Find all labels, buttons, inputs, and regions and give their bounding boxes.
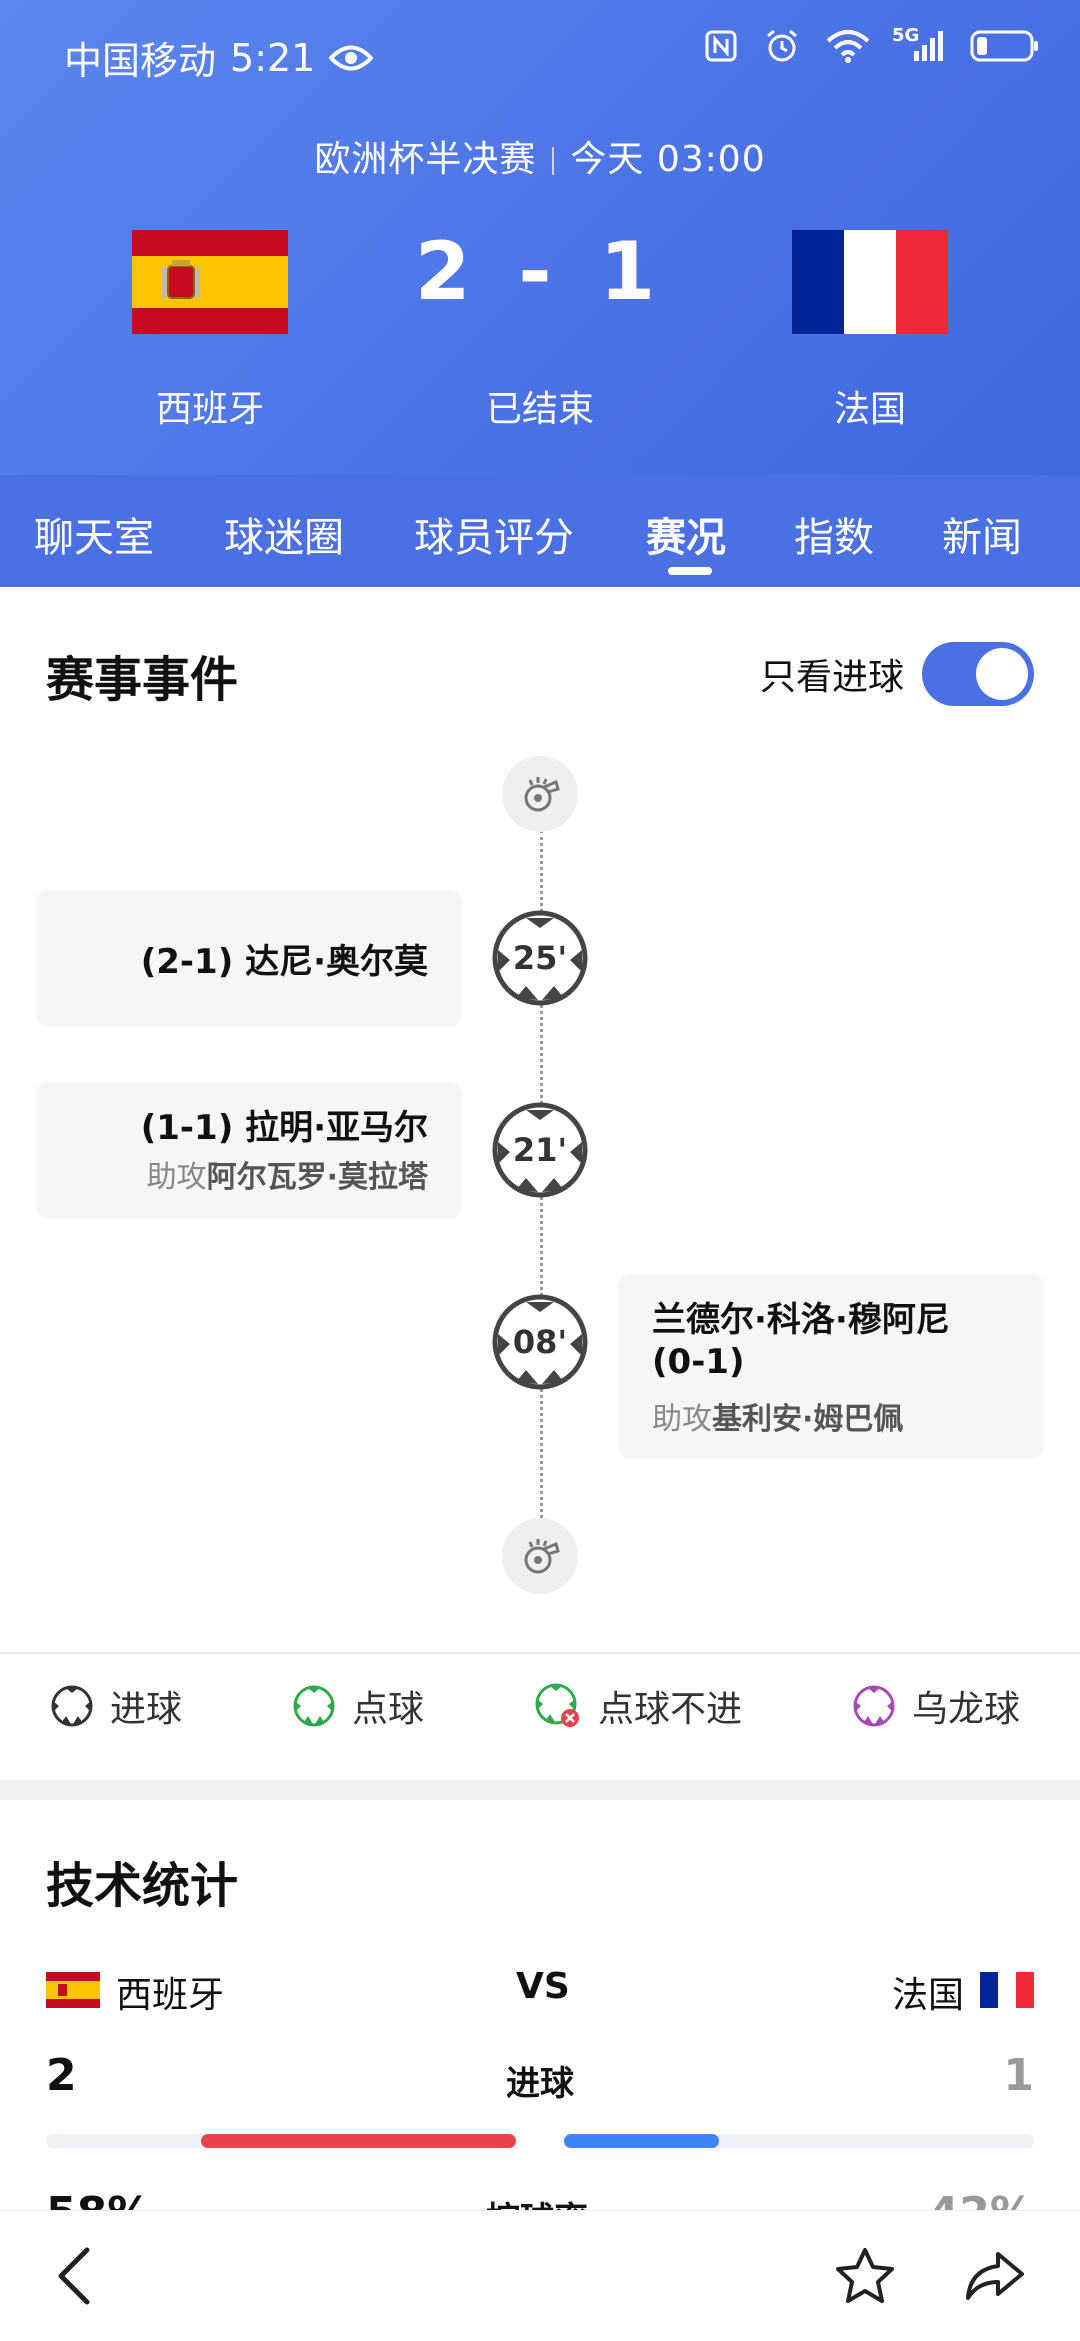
goal-ball-icon <box>51 1685 93 1727</box>
tab-bar: 聊天室 球迷圈 球员评分 赛况 指数 新闻 <box>0 475 1080 587</box>
alarm-icon <box>764 28 800 64</box>
battery-icon <box>970 29 1040 63</box>
legend-label: 点球不进 <box>598 1689 743 1730</box>
stat-label: 进球 <box>506 2064 574 2104</box>
missed-penalty-icon <box>535 1683 579 1727</box>
away-goals-bar <box>564 2134 720 2148</box>
stats-title: 技术统计 <box>46 1858 239 1914</box>
stats-home-team: 西班牙 <box>116 1975 225 2016</box>
goal-ball-icon: 08' <box>492 1294 588 1390</box>
event-score: (0-1) <box>652 1342 745 1382</box>
assist-player: 基利安·姆巴佩 <box>712 1402 904 1437</box>
tab-news[interactable]: 新闻 <box>942 515 1022 561</box>
event-minute: 25' <box>512 939 568 977</box>
stat-home-value: 2 <box>46 2050 77 2101</box>
carrier: 中国移动 <box>64 39 217 83</box>
event-minute: 21' <box>512 1131 568 1169</box>
away-team-name[interactable]: 法国 <box>833 389 906 430</box>
event-card-21[interactable]: (1-1) 拉明·亚马尔 助攻阿尔瓦罗·莫拉塔 <box>36 1082 462 1218</box>
legend-goal: 进球 <box>50 1680 182 1732</box>
signal-icon: 5G <box>892 25 944 63</box>
whistle-icon <box>502 1518 578 1594</box>
legend-label: 点球 <box>352 1689 425 1730</box>
tab-odds[interactable]: 指数 <box>794 515 874 561</box>
france-flag-small <box>980 1972 1034 2008</box>
match-header: 中国移动 5:21 5G 欧洲杯半决赛今天 <box>0 0 1080 475</box>
goals-only-toggle[interactable] <box>922 642 1034 706</box>
active-tab-indicator <box>668 567 712 575</box>
penalty-ball-icon <box>293 1685 335 1727</box>
section-divider <box>0 1780 1080 1800</box>
star-icon <box>836 2248 894 2303</box>
event-player: (2-1) 达尼·奥尔莫 <box>140 942 428 982</box>
toggle-knob <box>976 648 1028 700</box>
stats-team-row: 西班牙 VS 法国 <box>46 1962 1034 2022</box>
assist-label: 助攻 <box>146 1160 207 1195</box>
match-status: 已结束 <box>485 389 594 430</box>
stats-away-team: 法国 <box>891 1975 964 2016</box>
share-arrow-icon <box>966 2252 1024 2300</box>
tab-live-events[interactable]: 赛况 <box>646 515 726 561</box>
kickoff-time: 今天 03:00 <box>570 139 766 180</box>
subtitle-divider <box>552 147 555 175</box>
tab-fan-circle[interactable]: 球迷圈 <box>224 515 344 561</box>
legend-label: 进球 <box>110 1689 183 1730</box>
event-assist: 助攻基利安·姆巴佩 <box>652 1394 903 1438</box>
event-minute: 08' <box>512 1323 568 1361</box>
share-button[interactable] <box>960 2241 1030 2311</box>
legend-label: 乌龙球 <box>912 1689 1021 1730</box>
tab-chatroom[interactable]: 聊天室 <box>34 515 154 561</box>
legend-penalty: 点球 <box>292 1680 424 1732</box>
nfc-icon <box>704 29 738 63</box>
event-legend: 进球 点球 点球不进 乌龙球 <box>0 1652 1080 1784</box>
stat-away-value: 1 <box>1003 2050 1034 2101</box>
legend-missed-penalty: 点球不进 <box>534 1680 742 1732</box>
event-player: 兰德尔·科洛·穆阿尼 <box>652 1300 950 1340</box>
event-card-25[interactable]: (2-1) 达尼·奥尔莫 <box>36 890 462 1026</box>
whistle-icon <box>502 756 578 832</box>
favorite-button[interactable] <box>830 2241 900 2311</box>
eye-icon <box>329 43 374 73</box>
bottom-nav <box>0 2210 1080 2341</box>
france-flag[interactable] <box>792 230 948 334</box>
goal-ball-icon: 21' <box>492 1102 588 1198</box>
wifi-icon <box>826 29 870 63</box>
match-subtitle: 欧洲杯半决赛今天 03:00 <box>0 130 1080 182</box>
assist-player: 阿尔瓦罗·莫拉塔 <box>206 1160 428 1195</box>
spain-flag[interactable] <box>132 230 288 334</box>
event-card-08[interactable]: 兰德尔·科洛·穆阿尼 (0-1) 助攻基利安·姆巴佩 <box>618 1274 1044 1458</box>
clock: 5:21 <box>230 35 316 80</box>
vs-label: VS <box>516 1966 570 2007</box>
status-bar: 中国移动 5:21 5G <box>0 0 1080 110</box>
match-score: 2 - 1 <box>414 225 666 318</box>
goal-ball-icon: 25' <box>492 910 588 1006</box>
event-player: (1-1) 拉明·亚马尔 <box>140 1108 428 1148</box>
stat-goals-row: 2 进球 1 <box>46 2050 1034 2110</box>
events-title: 赛事事件 <box>46 652 239 708</box>
spain-flag-small <box>46 1972 100 2008</box>
network-type: 5G <box>892 25 920 46</box>
competition-name: 欧洲杯半决赛 <box>314 139 537 180</box>
chevron-left-icon <box>58 2247 90 2305</box>
back-button[interactable] <box>40 2241 110 2311</box>
assist-label: 助攻 <box>652 1402 712 1437</box>
home-team-name[interactable]: 西班牙 <box>155 389 264 430</box>
event-assist: 助攻阿尔瓦罗·莫拉塔 <box>147 1152 428 1196</box>
legend-own-goal: 乌龙球 <box>852 1680 1020 1732</box>
tab-player-ratings[interactable]: 球员评分 <box>414 515 574 561</box>
home-goals-bar <box>201 2134 516 2148</box>
own-goal-ball-icon <box>853 1685 895 1727</box>
goals-only-label: 只看进球 <box>759 657 904 698</box>
